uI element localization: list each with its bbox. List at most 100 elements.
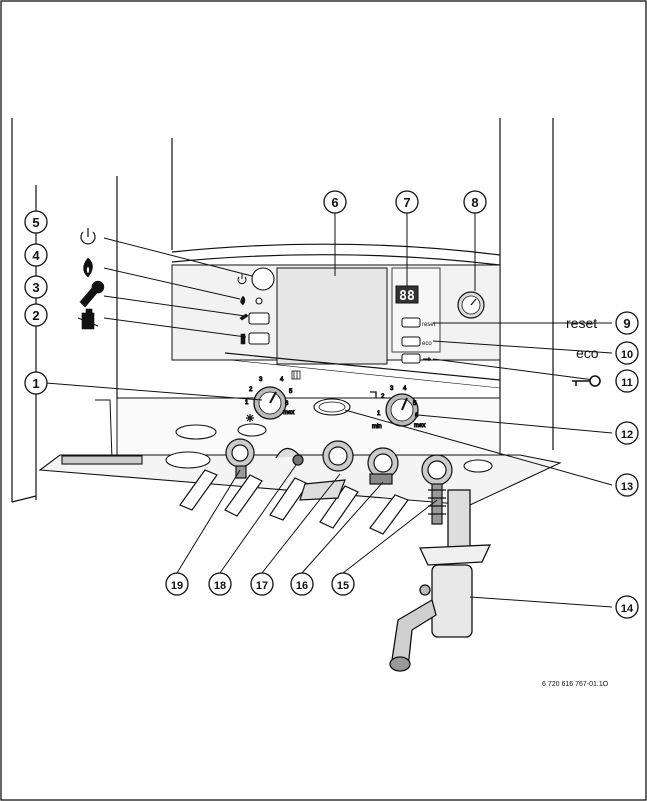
heating-scale-2: 2 — [249, 387, 253, 393]
power-button[interactable] — [251, 267, 275, 291]
dial-panel — [95, 397, 501, 461]
valve-18 — [275, 447, 304, 466]
right-buttons: reset eco — [401, 317, 436, 364]
heating-scale-6: 6 — [285, 401, 289, 407]
callout-16: 16 — [290, 572, 314, 596]
water-scale-6: 6 — [415, 413, 419, 419]
display-readout: 88 — [395, 285, 419, 304]
callout-12: 12 — [615, 421, 639, 445]
left-controls — [248, 267, 275, 345]
svg-text:7: 7 — [403, 195, 410, 210]
callout-5: 5 — [24, 210, 48, 234]
reset-button-label: reset — [422, 322, 436, 328]
callout-14: 14 — [615, 595, 639, 619]
eco-button-label: eco — [422, 341, 432, 347]
burner-led — [255, 297, 263, 305]
power-icon — [80, 228, 96, 245]
callout-19: 19 — [165, 572, 189, 596]
callout-6: 6 — [323, 190, 347, 214]
snowflake-icon — [246, 414, 254, 422]
water-scale-4: 4 — [403, 386, 407, 392]
heating-dial: 2 3 4 5 1 6 max — [245, 370, 301, 422]
key-icon — [423, 357, 431, 361]
callout-13: 13 — [615, 473, 639, 497]
svg-text:16: 16 — [296, 580, 308, 592]
svg-text:14: 14 — [621, 603, 634, 615]
svg-text:8: 8 — [471, 195, 478, 210]
svg-text:3: 3 — [32, 280, 39, 295]
eco-label: eco — [576, 345, 599, 361]
callout-15: 15 — [331, 572, 355, 596]
svg-text:4: 4 — [32, 248, 40, 263]
callout-11: 11 — [615, 369, 639, 393]
svg-text:12: 12 — [621, 429, 633, 441]
callout-7: 7 — [395, 190, 419, 214]
svg-text:6: 6 — [331, 195, 338, 210]
svg-text:13: 13 — [621, 481, 633, 493]
svg-text:17: 17 — [256, 580, 268, 592]
water-scale-5: 5 — [413, 401, 417, 407]
water-scale-2: 2 — [381, 394, 385, 400]
callout-9: 9 — [615, 311, 639, 335]
callouts: 5 4 3 2 1 6 7 8 9 10 11 12 13 14 19 18 1… — [24, 190, 639, 619]
flame-icon — [83, 257, 93, 278]
svg-text:2: 2 — [32, 308, 39, 323]
svg-text:10: 10 — [621, 349, 633, 361]
svg-text:5: 5 — [32, 215, 39, 230]
heating-scale-max: max — [283, 410, 294, 416]
valves — [225, 438, 453, 525]
valve-15 — [421, 454, 453, 525]
side-icons — [77, 228, 105, 330]
heating-scale-1: 1 — [245, 400, 249, 406]
leader-lines — [45, 213, 613, 608]
boiler-casing — [11, 118, 554, 503]
radiator-icon — [291, 370, 301, 380]
svg-text:15: 15 — [337, 580, 349, 592]
water-scale-3: 3 — [390, 386, 394, 392]
callout-17: 17 — [250, 572, 274, 596]
flame-icon — [240, 295, 246, 306]
power-icon — [237, 274, 247, 285]
valve-16 — [367, 447, 399, 485]
valve-19 — [225, 438, 255, 479]
callout-8: 8 — [463, 190, 487, 214]
callout-10: 10 — [615, 341, 639, 365]
display-window — [276, 267, 388, 365]
svg-text:9: 9 — [623, 316, 630, 331]
callout-3: 3 — [24, 275, 48, 299]
heating-scale-5: 5 — [289, 389, 293, 395]
water-scale-max: max — [414, 423, 425, 429]
water-scale-min: min — [372, 424, 382, 430]
water-dial: min 1 2 3 4 5 6 max — [370, 386, 426, 431]
figure-reference: 6 720 616 767-01.1O — [542, 681, 609, 688]
water-scale-1: 1 — [377, 411, 381, 417]
reset-button[interactable] — [401, 317, 421, 328]
wrench-icon — [79, 280, 105, 308]
heating-scale-3: 3 — [259, 377, 263, 383]
svg-text:1: 1 — [32, 376, 39, 391]
pipes — [179, 469, 409, 535]
key-icon — [572, 375, 601, 387]
control-panel — [171, 264, 501, 389]
display-digits: 88 — [399, 289, 415, 304]
wrench-icon — [239, 313, 249, 321]
heating-scale-4: 4 — [280, 377, 284, 383]
chimney-sweep-button[interactable] — [248, 332, 270, 345]
chimney-sweep-icon — [240, 333, 246, 345]
callout-18: 18 — [208, 572, 232, 596]
pressure-gauge-icon — [457, 291, 485, 319]
svg-text:19: 19 — [171, 580, 183, 592]
reset-label: reset — [566, 315, 597, 331]
valve-17 — [322, 440, 354, 472]
siphon-funnel — [389, 489, 492, 672]
svg-text:18: 18 — [214, 580, 226, 592]
callout-4: 4 — [24, 243, 48, 267]
eco-button[interactable] — [401, 336, 421, 347]
service-button[interactable] — [248, 312, 270, 325]
svg-text:11: 11 — [621, 377, 633, 389]
key-lock-button[interactable] — [401, 353, 421, 364]
callout-1: 1 — [24, 371, 48, 395]
chimney-sweep-icon — [77, 308, 99, 330]
tap-icon — [370, 391, 377, 398]
